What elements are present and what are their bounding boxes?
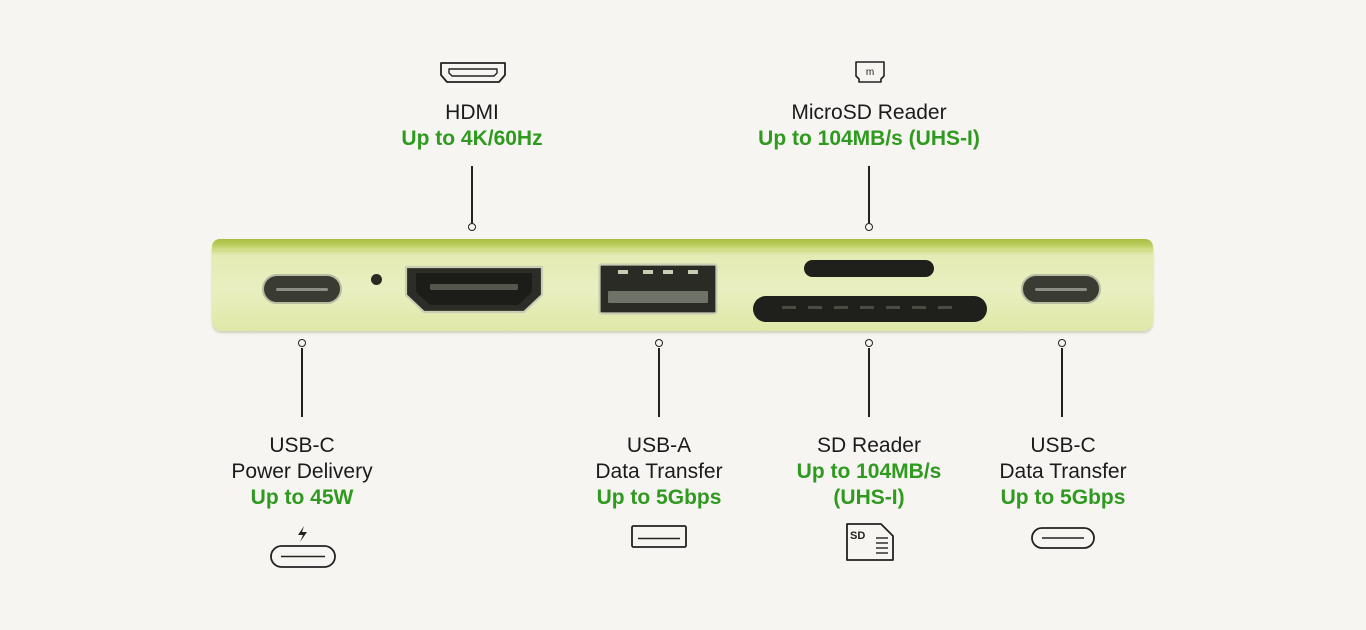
usbc-pd-title1: USB-C (269, 434, 335, 457)
usba-leader-dot (655, 339, 663, 347)
usba-leader (658, 348, 660, 417)
usbc-data-leader (1061, 348, 1063, 417)
usbc-data-title2: Data Transfer (999, 460, 1127, 483)
microsd-spec: Up to 104MB/s (UHS-I) (758, 127, 980, 150)
usba-label: USB-A Data Transfer Up to 5Gbps (595, 433, 722, 511)
usbc-pd-leader-dot (298, 339, 306, 347)
lightning-bolt-icon (298, 526, 307, 542)
microsd-icon-letter: m (866, 67, 874, 78)
status-led (371, 274, 382, 285)
usb-c-power-icon (270, 526, 336, 568)
usbc-data-leader-dot (1058, 339, 1066, 347)
usbc-data-spec: Up to 5Gbps (1000, 486, 1126, 509)
sd-slot (753, 296, 987, 322)
usba-title2: Data Transfer (595, 460, 723, 483)
usbc-pd-spec: Up to 45W (250, 486, 354, 509)
usb-c-data-port (1021, 274, 1101, 304)
hub-top-edge (212, 239, 1153, 250)
microsd-leader (868, 166, 870, 223)
microsd-card-icon: m (855, 61, 885, 83)
hdmi-spec: Up to 4K/60Hz (401, 127, 543, 150)
sd-label: SD Reader Up to 104MB/s (UHS-I) (797, 433, 942, 511)
sd-spec-line1: Up to 104MB/s (796, 460, 942, 483)
microsd-slot (804, 260, 934, 277)
usbc-pd-leader (301, 348, 303, 417)
hdmi-leader (471, 166, 473, 223)
sd-title: SD Reader (817, 434, 921, 457)
hdmi-leader-dot (468, 223, 476, 231)
usbc-pd-title2: Power Delivery (231, 460, 373, 483)
hdmi-icon (440, 62, 506, 83)
microsd-label: MicroSD Reader Up to 104MB/s (UHS-I) (758, 100, 980, 152)
usba-spec: Up to 5Gbps (596, 486, 722, 509)
sd-leader-dot (865, 339, 873, 347)
microsd-leader-dot (865, 223, 873, 231)
sd-icon-letter: SD (850, 530, 865, 542)
usba-title1: USB-A (626, 434, 692, 457)
microsd-title: MicroSD Reader (791, 101, 947, 124)
sd-leader (868, 348, 870, 417)
usb-c-power-port (262, 274, 342, 304)
usb-a-port (598, 263, 718, 315)
hdmi-port (404, 265, 544, 314)
usb-c-icon (1031, 527, 1095, 549)
sd-spec-line2: (UHS-I) (833, 486, 905, 509)
sd-card-icon: SD (846, 523, 894, 561)
usbc-data-title1: USB-C (1030, 434, 1096, 457)
usbc-data-label: USB-C Data Transfer Up to 5Gbps (999, 433, 1126, 511)
usb-a-icon (631, 525, 687, 548)
hdmi-label: HDMI Up to 4K/60Hz (401, 100, 542, 152)
usbc-pd-label: USB-C Power Delivery Up to 45W (231, 433, 372, 511)
hdmi-title: HDMI (445, 101, 499, 124)
